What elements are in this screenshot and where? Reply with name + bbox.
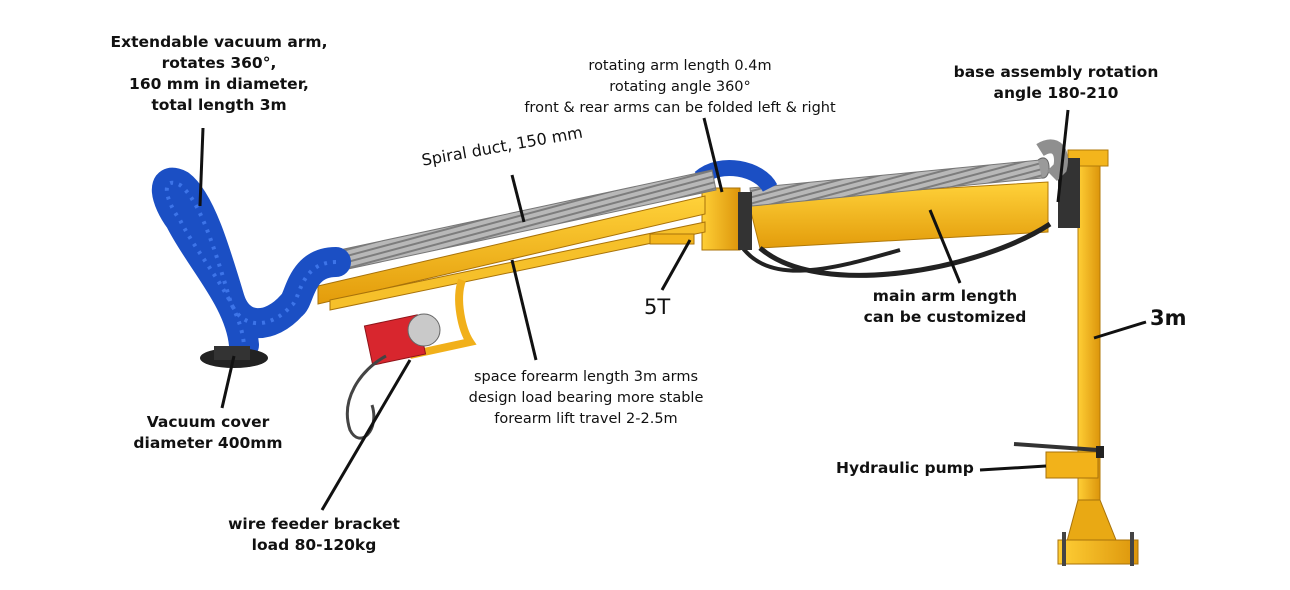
label-wire-feeder: wire feeder bracket load 80-120kg (228, 515, 400, 554)
label-base-rotation: base assembly rotation angle 180-210 (953, 63, 1159, 102)
label-height-3m: 3m (1150, 306, 1187, 330)
forearm (317, 195, 706, 359)
label-vacuum-arm: Extendable vacuum arm, rotates 360°, 160… (110, 33, 328, 114)
wire-feeder (345, 313, 441, 440)
label-hydraulic-pump: Hydraulic pump (836, 459, 974, 477)
label-forearm: space forearm length 3m arms design load… (468, 369, 704, 427)
pointer-lines (198, 109, 1147, 511)
label-load-5t: 5T (644, 295, 671, 319)
label-vacuum-cover: Vacuum cover diameter 400mm (133, 413, 283, 452)
base-plate (1057, 499, 1139, 566)
hydraulic-pump-graphic (1013, 442, 1104, 479)
label-main-arm: main arm length can be customized (863, 287, 1027, 326)
label-rotating-arm: rotating arm length 0.4m rotating angle … (524, 58, 836, 116)
vacuum-hose (151, 167, 351, 360)
vertical-column (1058, 149, 1109, 548)
